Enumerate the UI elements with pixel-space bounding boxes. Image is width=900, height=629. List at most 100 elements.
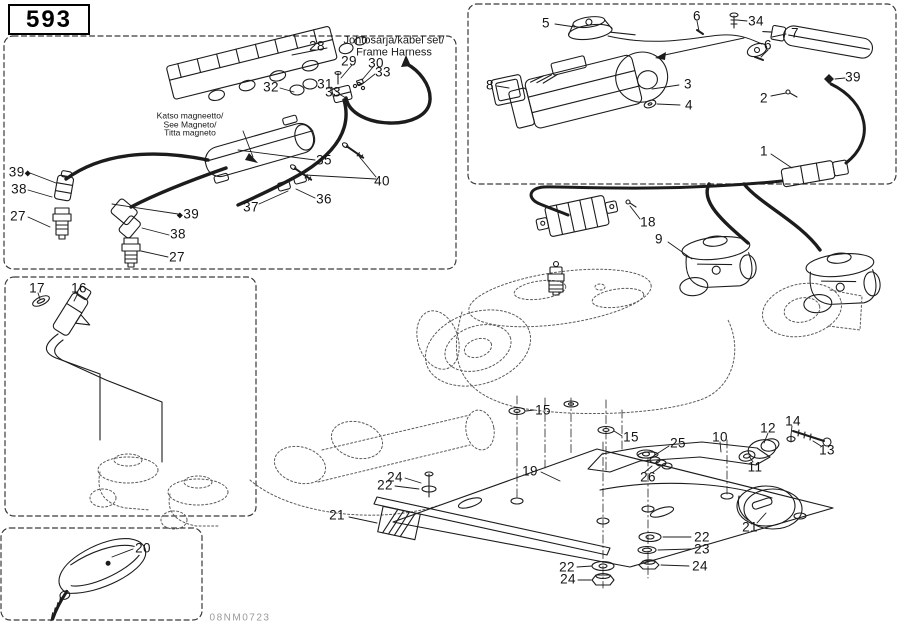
callout-13-39: 13 <box>819 442 835 458</box>
callout-14-38: 14 <box>785 413 801 429</box>
section-boxes <box>0 3 897 621</box>
callout-16-31: 16 <box>71 280 87 296</box>
carburetor-2 <box>803 252 881 314</box>
callout-24-51: 24 <box>560 571 576 587</box>
callout-20-32: 20 <box>135 540 151 556</box>
callout-18-28: 18 <box>640 214 656 230</box>
callout-2-25: 2 <box>760 90 768 106</box>
washer-4 <box>643 99 657 109</box>
callout-37-10: 37 <box>243 199 259 215</box>
callout-34-19: 34 <box>748 13 764 29</box>
starter-cable <box>529 82 866 217</box>
frame-harness-cable <box>236 55 432 207</box>
callout-5-17: 5 <box>542 15 550 31</box>
nut-14 <box>786 434 796 443</box>
spark-plug-mid <box>121 237 141 268</box>
callout-10-36: 10 <box>712 429 728 445</box>
engine-ghost <box>249 268 863 516</box>
mount-plate-19 <box>392 448 834 568</box>
callout-28-0: 28 <box>309 38 325 54</box>
voltage-regulator <box>535 195 637 237</box>
model-badge: 593 <box>8 4 90 35</box>
ring-11 <box>738 450 756 462</box>
callout-36-9: 36 <box>316 191 332 207</box>
callout-25-35: 25 <box>670 435 686 451</box>
harness-arrow-icon <box>401 55 411 67</box>
screw-2 <box>785 89 798 98</box>
starter-section-box <box>467 3 897 185</box>
callout-23-48: 23 <box>694 541 710 557</box>
leader-lines <box>27 19 846 581</box>
spark-plug-wires <box>64 152 228 209</box>
frame-harness-label: Johtosarja/kabel set/ Frame Harness <box>343 34 445 58</box>
callout-33-3: 33 <box>375 64 391 80</box>
hardware-nuts <box>591 559 660 586</box>
callout-19-42: 19 <box>522 463 538 479</box>
bolt-24a-washer-22a <box>421 471 437 498</box>
rope-pin-6a <box>696 29 704 35</box>
starter-rope <box>607 29 764 61</box>
callout-22-47: 22 <box>694 529 710 545</box>
callout-27-16: 27 <box>169 249 185 265</box>
callout-40-8: 40 <box>374 173 390 189</box>
callout-3-23: 3 <box>684 76 692 92</box>
inline-connector-1 <box>780 159 849 188</box>
screw-13 <box>792 429 832 447</box>
ecu-module <box>166 26 368 102</box>
callout-22-44: 22 <box>377 477 393 493</box>
starter-motor <box>508 51 669 129</box>
callout-4-24: 4 <box>685 97 693 113</box>
callout-6-21: 6 <box>764 37 772 53</box>
callout-21-46: 21 <box>742 519 758 535</box>
damper-12 <box>747 438 780 459</box>
callout-1-27: 1 <box>760 143 768 159</box>
tether-cap-20 <box>50 538 147 622</box>
callout-17-30: 17 <box>29 280 45 296</box>
callout-15-33: 15 <box>535 402 551 418</box>
screw-34 <box>729 12 739 29</box>
callout-29-1: 29 <box>341 53 357 69</box>
rope-pulley <box>567 16 636 41</box>
ignition-section-box <box>3 35 457 270</box>
callout-24-49: 24 <box>692 558 708 574</box>
carburetor-1 <box>679 235 757 297</box>
magneto-arrow-icon <box>245 153 258 163</box>
callout-24-43: 24 <box>387 469 403 485</box>
mount-rail <box>373 496 611 556</box>
carbs-ghost <box>89 453 229 530</box>
grommet-17 <box>32 295 50 307</box>
callout-38-12: 38 <box>11 181 27 197</box>
callout-22-50: 22 <box>559 559 575 575</box>
sensor-wires <box>45 333 163 463</box>
carb-cables <box>705 182 822 252</box>
callout-32-4: 32 <box>263 79 279 95</box>
callout-39-11: 39◆ <box>8 164 32 180</box>
callout-33-6: 33 <box>325 84 341 100</box>
magneto-note: Katso magneetto/ See Magneto/ Titta magn… <box>156 110 224 138</box>
callout-21-45: 21 <box>329 507 345 523</box>
callout-30-2: 30 <box>368 55 384 71</box>
damper-21b <box>736 485 803 530</box>
drawing-code: 08NM0723 <box>209 612 271 624</box>
model-number: 593 <box>25 5 73 33</box>
assembly-arrow <box>655 37 745 60</box>
wire-marker-39 <box>824 74 834 84</box>
regulator-screw-18 <box>625 199 631 205</box>
spark-plug-cap-left <box>53 170 75 202</box>
callout-35-7: 35 <box>316 152 332 168</box>
starter-end-cap <box>490 74 526 106</box>
rope-pin-6b <box>754 56 764 61</box>
callout-26-41: 26 <box>640 469 656 485</box>
callout-38-15: 38 <box>170 226 186 242</box>
sensor-section-box <box>4 276 257 517</box>
engine-spark-plug <box>547 260 565 296</box>
coil-clamps <box>277 173 307 192</box>
callout-11-40: 11 <box>747 459 763 475</box>
callout-27-13: 27 <box>10 208 26 224</box>
callout-15-34: 15 <box>623 429 639 445</box>
ignition-coil <box>204 114 316 184</box>
callout-8-22: 8 <box>486 77 494 93</box>
sensor-16 <box>52 285 92 336</box>
